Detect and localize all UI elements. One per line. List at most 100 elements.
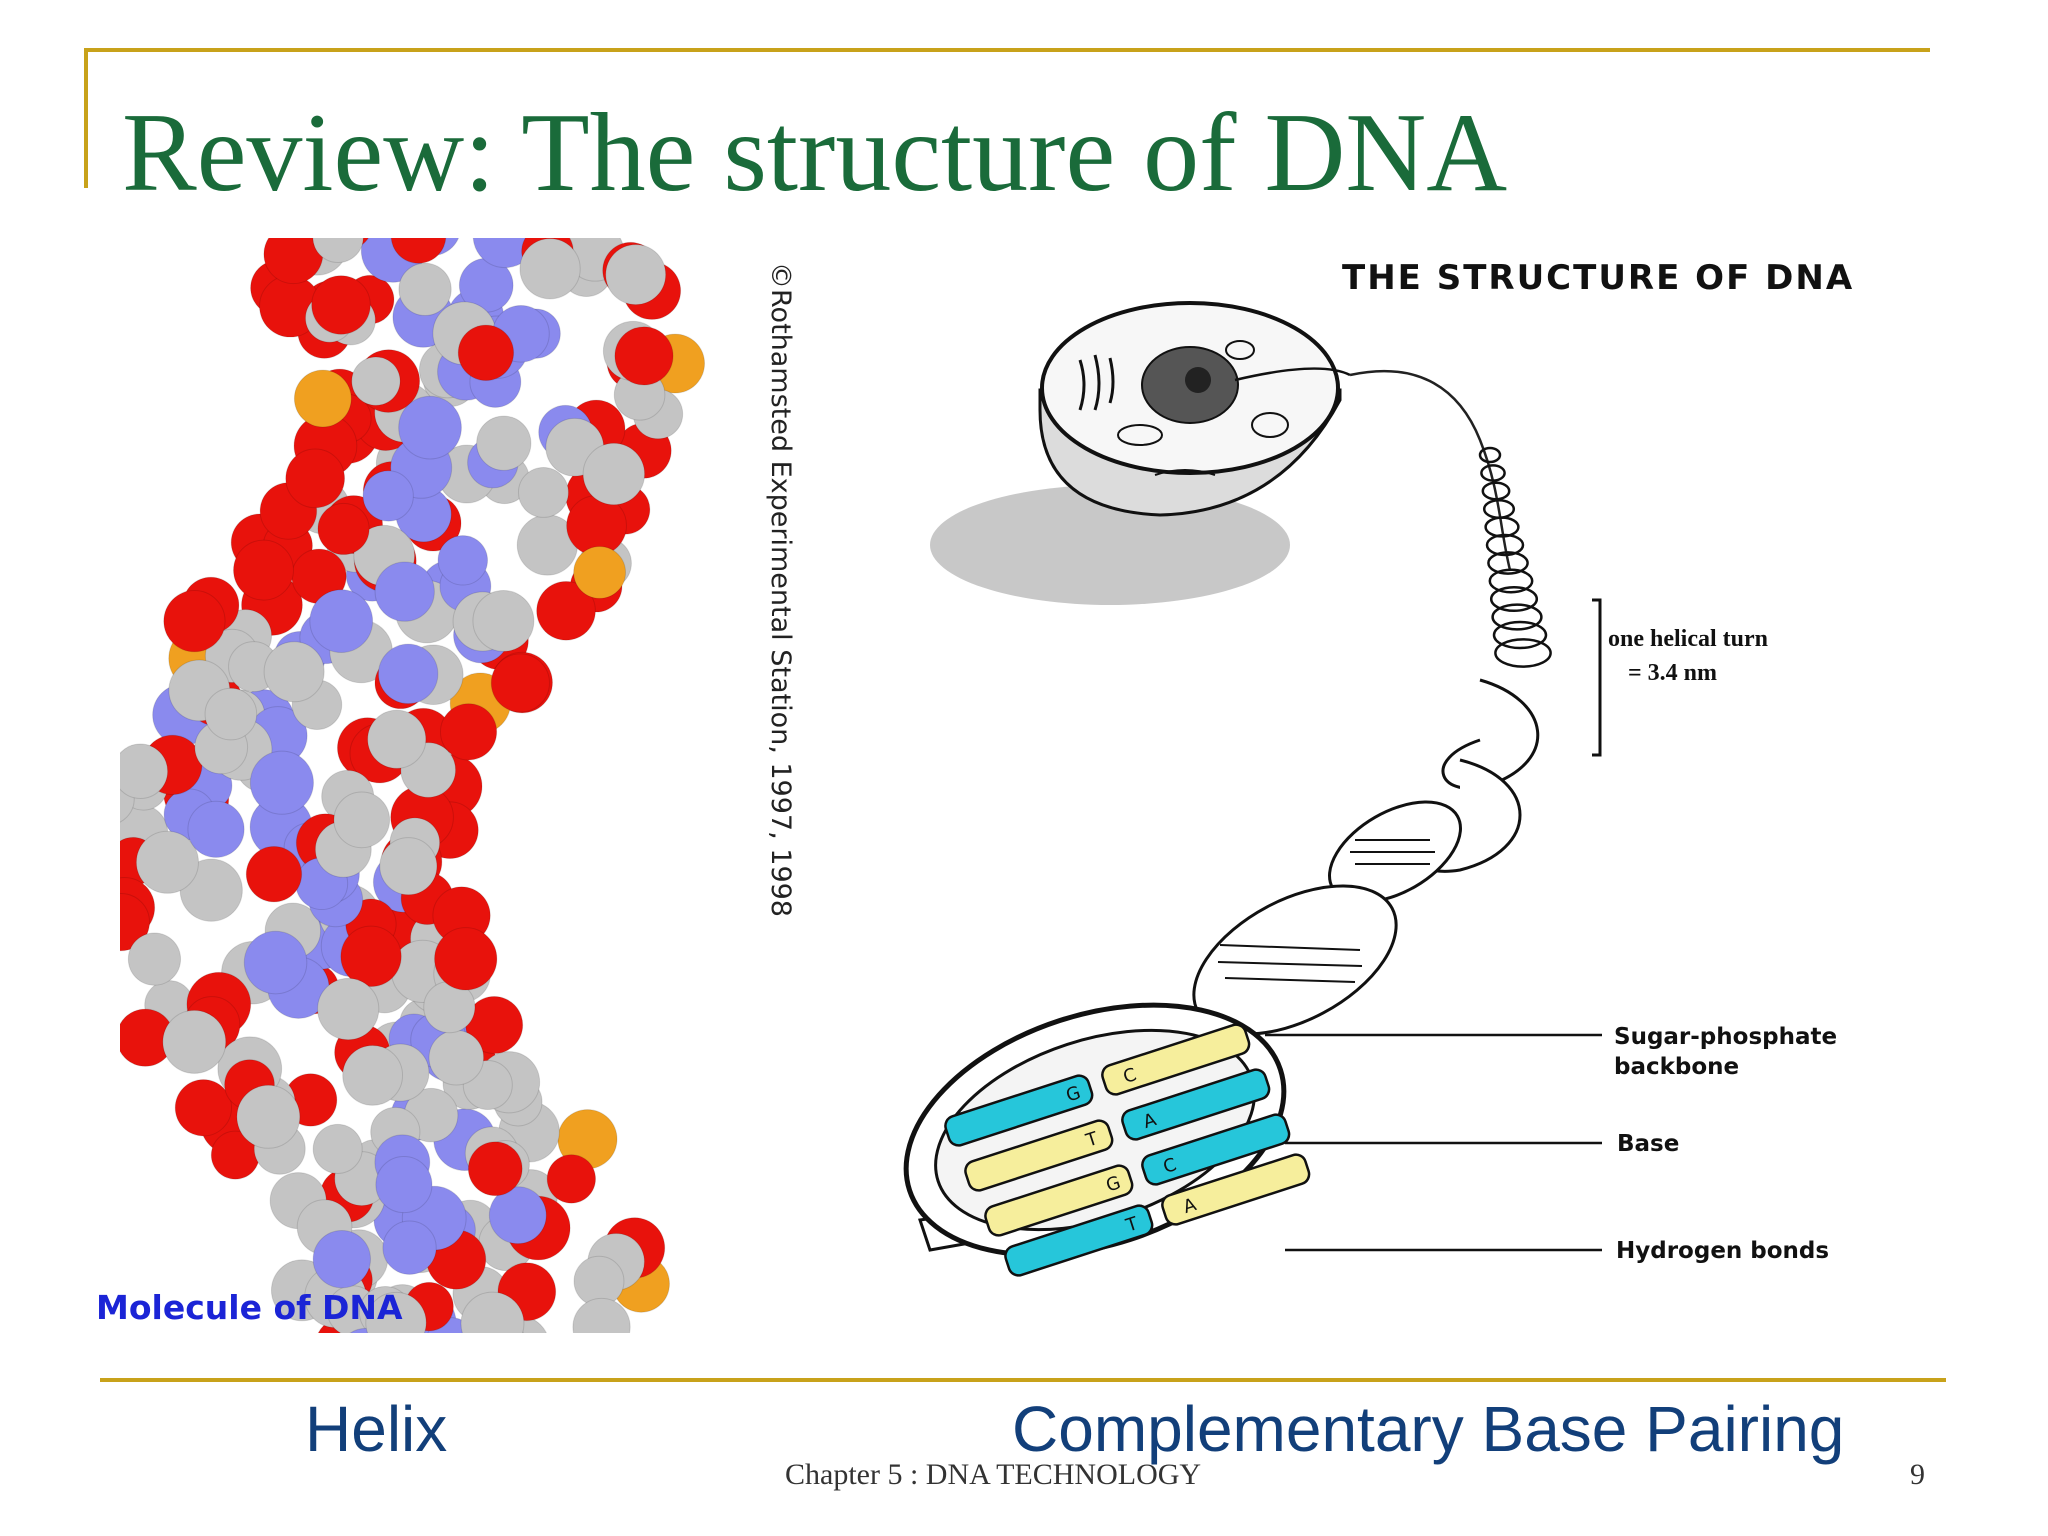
base-block (944, 1074, 1094, 1147)
cell-shadow (930, 485, 1290, 605)
molecule-caption: Molecule of DNA (96, 1288, 403, 1327)
atom-sphere (476, 415, 532, 471)
atom-sphere (460, 1291, 525, 1333)
atom-sphere (174, 1079, 233, 1137)
atom-sphere (490, 653, 550, 713)
atom-sphere (311, 275, 371, 335)
base-pair: TA (964, 1068, 1271, 1192)
dna-strand-fine (1349, 370, 1512, 571)
base-block (1161, 1153, 1311, 1226)
atom-sphere (340, 925, 402, 988)
atom-sphere (379, 837, 438, 896)
coil-loop (1489, 585, 1539, 613)
coil-loop (1494, 638, 1552, 668)
top-rule (84, 48, 1930, 52)
atom-sphere (162, 1009, 227, 1074)
atom-sphere (163, 590, 226, 653)
base-pair: TA (1004, 1153, 1311, 1277)
atom-sphere (582, 442, 646, 506)
atom-sphere (312, 238, 364, 264)
atom-sphere (249, 750, 314, 815)
dna-molecule-illustration (120, 238, 706, 1333)
helical-turn-value: = 3.4 nm (1628, 660, 1718, 686)
atom-sphere (365, 1291, 427, 1333)
slide-title: Review: The structure of DNA (122, 91, 1508, 215)
atom-sphere (517, 466, 569, 518)
coil-loop (1488, 568, 1534, 594)
label-leaders (1265, 1033, 1602, 1252)
base-letter: C (1161, 1154, 1179, 1178)
atom-sphere (120, 743, 169, 799)
atom-sphere (375, 1156, 433, 1214)
slide-footer: Chapter 5 : DNA TECHNOLOGY (785, 1458, 1202, 1491)
base-block (1004, 1204, 1154, 1277)
image-credit: ©Rothamsted Experimental Station, 1997, … (765, 262, 796, 917)
atom-sphere (362, 470, 414, 522)
atom-sphere (472, 589, 535, 652)
base-pair: GC (944, 1023, 1251, 1147)
atom-sphere (135, 830, 199, 894)
atom-sphere (605, 244, 667, 306)
atom-sphere (390, 238, 447, 264)
atom-sphere (263, 641, 325, 703)
atom-sphere (467, 1141, 523, 1197)
left-rule (84, 48, 88, 188)
helix-caption: Helix (305, 1393, 448, 1465)
atom-sphere (614, 326, 674, 386)
base-block (1121, 1068, 1271, 1141)
coil-loop (1480, 464, 1506, 482)
atom-sphere (434, 927, 498, 991)
base-block (1101, 1023, 1251, 1096)
coil-loop (1484, 516, 1520, 538)
atom-sphere (233, 539, 294, 601)
coil-loop (1492, 620, 1548, 650)
coil-loop (1485, 533, 1525, 557)
base-pairing-caption: Complementary Base Pairing (1012, 1393, 1845, 1465)
atom-sphere (398, 262, 452, 317)
atom-sphere (546, 1154, 596, 1204)
base-letter: C (1121, 1064, 1139, 1088)
atom-sphere (309, 589, 374, 653)
atom-sphere (342, 1044, 404, 1106)
atom-sphere (488, 1186, 547, 1245)
atom-sphere (398, 395, 462, 460)
base-pair: GC (984, 1113, 1291, 1237)
base-letter: G (1064, 1082, 1084, 1106)
atom-sphere (243, 930, 308, 995)
dna-helix-turns (1192, 678, 1540, 1036)
atom-sphere (245, 845, 303, 903)
atom-sphere (312, 1229, 371, 1289)
atom-sphere (536, 581, 596, 641)
atom-sphere (573, 546, 627, 599)
atom-sphere (439, 703, 498, 761)
atom-sphere (351, 356, 401, 406)
atom-sphere (317, 502, 370, 556)
atom-sphere (333, 791, 391, 849)
atom-sphere (377, 643, 439, 705)
atom-sphere (374, 561, 435, 622)
cell-icon (1038, 301, 1351, 517)
coil-loop (1487, 551, 1529, 575)
atom-sphere (367, 709, 427, 769)
atom-sphere (382, 1220, 437, 1275)
atom-sphere (293, 369, 352, 428)
base-block (1141, 1113, 1291, 1186)
coil-loop (1491, 603, 1543, 631)
atom-sphere (187, 800, 245, 858)
base-label: Base (1617, 1131, 1680, 1157)
sugar-phosphate-label-line1: Sugar-phosphate (1614, 1024, 1838, 1050)
atom-sphere (317, 977, 380, 1041)
dna-coils (1478, 446, 1552, 668)
atom-sphere (236, 1084, 301, 1149)
atom-sphere (519, 238, 581, 300)
helical-turn-bracket (1592, 598, 1602, 757)
atom-sphere (127, 932, 182, 986)
bottom-rule (100, 1378, 1946, 1382)
atom-sphere (204, 687, 258, 741)
base-block (984, 1164, 1134, 1237)
atom-sphere (457, 324, 515, 381)
atom-sphere (312, 1123, 363, 1174)
atom-sphere (572, 1297, 631, 1333)
base-letter: G (1104, 1172, 1124, 1196)
